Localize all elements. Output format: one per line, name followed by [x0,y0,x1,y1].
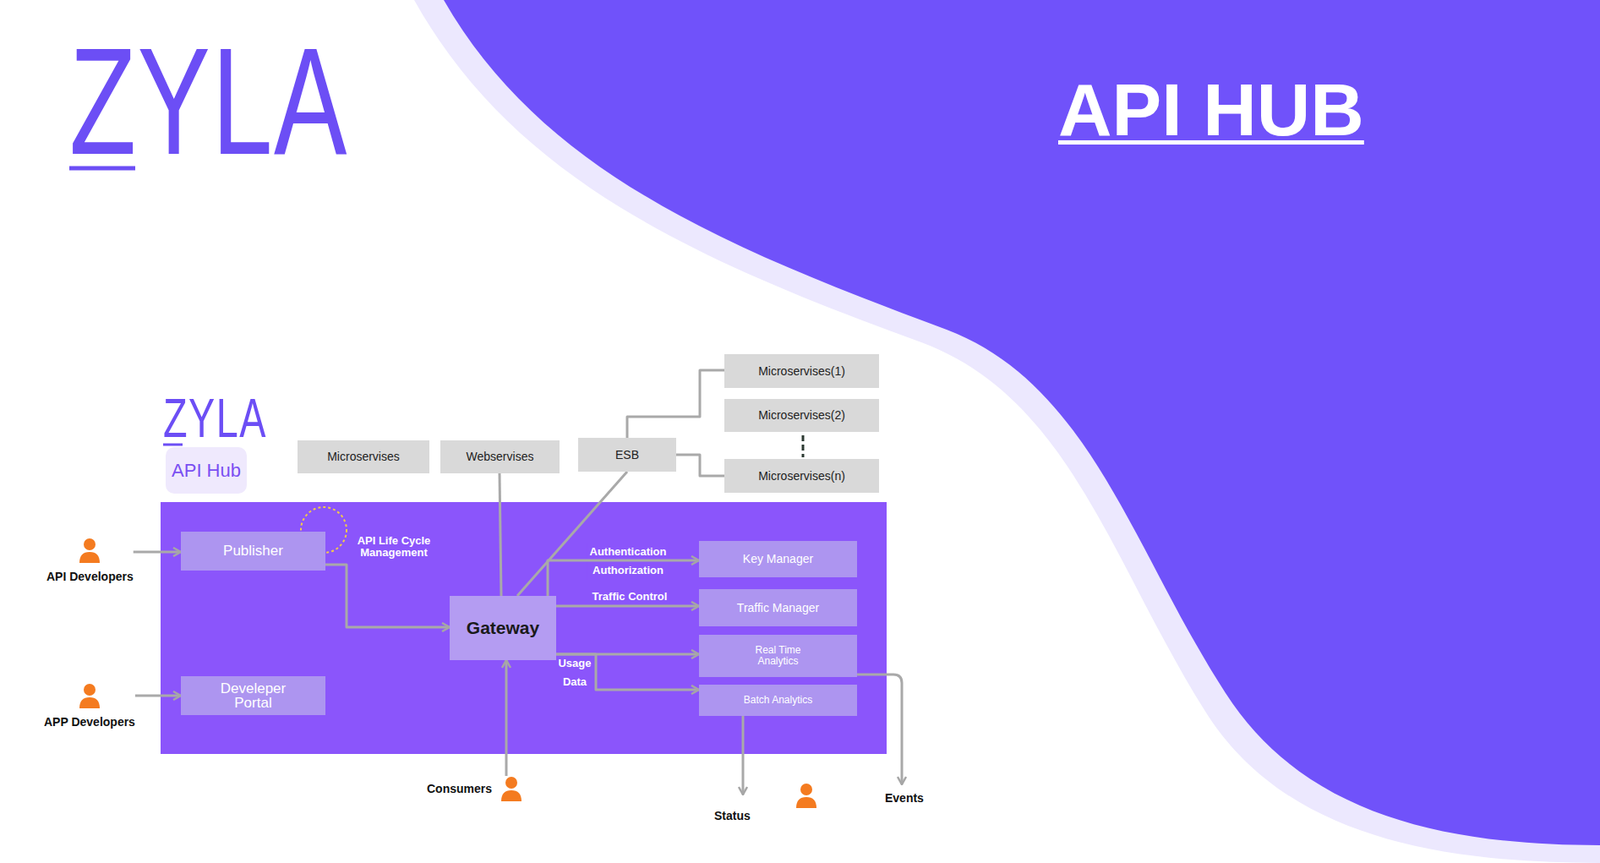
connector [133,551,181,554]
events-arrow [857,674,902,785]
note-label: Events [884,791,924,804]
person-body [796,797,817,809]
process-box: Develeper Portal [180,676,326,716]
lifecycle-circle [300,507,347,553]
process-box: Publisher [180,531,326,571]
status-arrow [742,715,745,795]
actor: Consumers [426,775,523,802]
actor: APP Developers [43,682,136,729]
label-holder: API Life Cycle Management [348,535,440,558]
edge-label: Traffic Control [589,589,671,604]
label-holder: ZYLA [69,25,457,178]
label-holder: Events [884,791,924,804]
service-box: Microservises [297,440,430,474]
box-label: Microservises(n) [758,469,846,484]
connector [517,471,628,596]
person-head [83,538,96,551]
actor-name: API Developers [46,569,134,584]
service-box: Microservises(1) [724,354,880,388]
connector [505,660,508,776]
hub-badge: API Hub [165,447,247,494]
person-icon [796,783,817,809]
note-label: API Life Cycle Management [348,535,440,558]
hub-region: PublisherKey ManagerTraffic ManagerGatew… [160,502,887,754]
box-label: Batch Analytics [743,693,813,706]
box-label: ESB [615,447,639,463]
edge-label-holder: Usage Data [555,654,594,692]
actor: API Developers [46,537,134,584]
connector [676,454,725,476]
process-box: Batch Analytics [698,684,858,716]
person-head [505,776,518,789]
continuation-dash [802,435,805,458]
person-body [79,697,100,709]
connector [556,654,699,690]
connector [547,560,699,596]
process-box: Real Time Analytics [698,634,858,678]
label-holder: ZYLA [163,390,308,446]
gateway-box: Gateway [449,595,557,661]
connector [499,473,502,596]
person-icon [500,775,523,802]
connector [556,605,699,608]
person-icon [78,682,101,709]
connector [135,694,181,698]
box-label: Gateway [466,617,540,639]
box-label: Key Manager [742,551,814,567]
box-label: Develeper Portal [211,681,296,710]
page-title: API HUB [1058,69,1365,152]
connector [325,564,450,628]
actor-name: APP Developers [43,715,136,729]
logo-text: ZYLA [69,25,349,178]
person-head [83,683,96,696]
service-box: Microservises(n) [724,458,880,493]
note-label: Status [714,809,751,822]
box-label: Microservises(2) [758,408,846,423]
person-head [800,783,813,796]
actor-name: Consumers [426,781,492,796]
box-label: Webservises [466,449,535,465]
service-box: Microservises(2) [724,398,880,432]
label-holder: Status [714,809,751,822]
edge-label: Usage Data [555,654,594,692]
box-label: Traffic Manager [737,600,820,616]
box-label: Microservises [327,449,400,465]
person-icon [78,537,101,563]
logo-text: ZYLA [163,390,268,446]
box-label: Microservises(1) [758,364,846,379]
service-box: Webservises [440,440,560,474]
process-box: Key Manager [698,540,858,578]
box-label: Real Time Analytics [744,644,813,667]
person-body [79,551,100,563]
person-body [501,790,522,802]
esb-box: ESB [578,437,677,472]
connector [627,370,725,438]
process-box: Traffic Manager [698,589,858,627]
edge-label-holder: Traffic Control [589,589,671,604]
title-holder: API HUB [1058,69,1365,152]
box-label: Publisher [223,542,284,560]
